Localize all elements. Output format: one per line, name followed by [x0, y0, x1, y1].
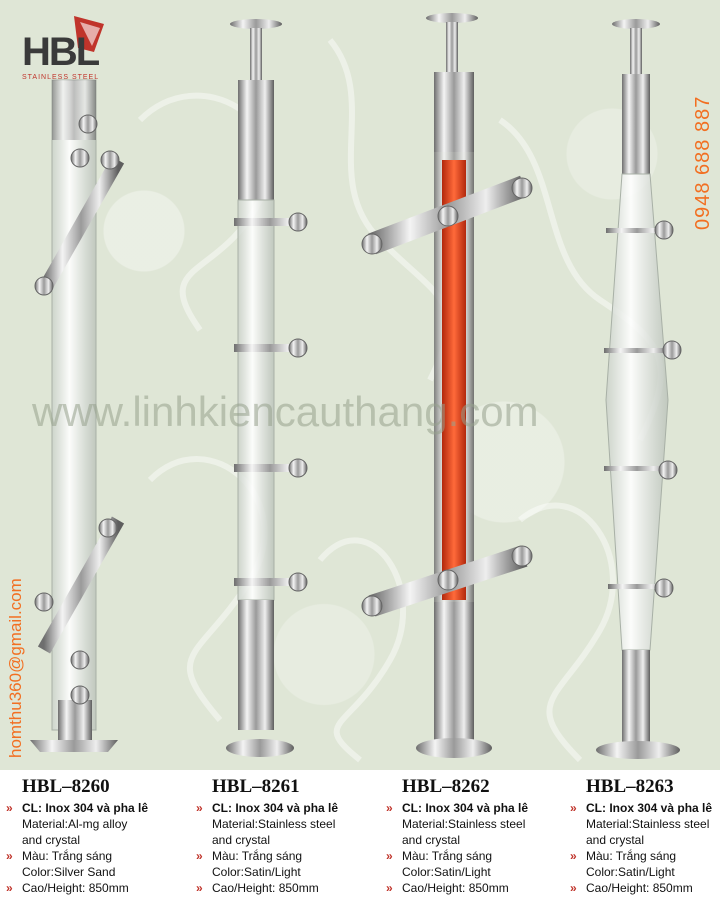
brand-logo: HBL STAINLESS STEEL: [8, 10, 112, 81]
chevron-right-icon: »: [386, 881, 393, 895]
chevron-right-icon: »: [570, 801, 577, 815]
product-captions: HBL–8260 »CL: Inox 304 và pha lê Materia…: [0, 772, 720, 920]
spec-line: Color:Satin/Light: [586, 865, 675, 879]
spec-line: »Cao/Height: 850mm: [386, 881, 509, 895]
chevron-right-icon: »: [6, 801, 13, 815]
spec-line: »CL: Inox 304 và pha lê: [570, 801, 713, 815]
chevron-right-icon: »: [386, 849, 393, 863]
caption-hbl-8262: HBL–8262 »CL: Inox 304 và pha lê Materia…: [384, 772, 554, 896]
chevron-right-icon: »: [196, 849, 203, 863]
spec-line: »Cao/Height: 850mm: [196, 881, 319, 895]
spec-line: »Màu: Trắng sáng: [196, 849, 303, 863]
chevron-right-icon: »: [6, 849, 13, 863]
product-code: HBL–8263: [586, 776, 674, 797]
spec-line: Color:Satin/Light: [402, 865, 491, 879]
post-hbl-8262: [361, 13, 533, 758]
spec-line: Color:Silver Sand: [22, 865, 116, 879]
spec-line: Material:Stainless steel: [212, 817, 336, 831]
spec-line: »Màu: Trắng sáng: [6, 849, 113, 863]
caption-hbl-8261: HBL–8261 »CL: Inox 304 và pha lê Materia…: [194, 772, 364, 896]
post-hbl-8260: [30, 79, 125, 752]
post-hbl-8261: [226, 19, 308, 757]
chevron-right-icon: »: [570, 849, 577, 863]
spec-line: and crystal: [212, 833, 271, 847]
spec-line: Material:Al-mg alloy: [22, 817, 128, 831]
spec-line: »Màu: Trắng sáng: [570, 849, 677, 863]
spec-line: Material:Stainless steel: [402, 817, 526, 831]
spec-line: Material:Stainless steel: [586, 817, 710, 831]
spec-line: »CL: Inox 304 và pha lê: [386, 801, 529, 815]
product-illustrations: [30, 13, 682, 759]
spec-line: and crystal: [22, 833, 81, 847]
logo-subtitle: STAINLESS STEEL: [22, 74, 100, 81]
spec-line: »CL: Inox 304 và pha lê: [6, 801, 149, 815]
logo-text: HBL: [22, 30, 100, 74]
product-code: HBL–8261: [212, 776, 300, 797]
post-hbl-8263: [596, 19, 682, 759]
spec-line: »Màu: Trắng sáng: [386, 849, 493, 863]
website-watermark: www.linhkiencauthang.com: [32, 388, 539, 435]
spec-line: »CL: Inox 304 và pha lê: [196, 801, 339, 815]
chevron-right-icon: »: [196, 881, 203, 895]
caption-hbl-8260: HBL–8260 »CL: Inox 304 và pha lê Materia…: [4, 772, 174, 896]
spec-line: and crystal: [586, 833, 645, 847]
background: [0, 0, 720, 770]
spec-line: and crystal: [402, 833, 461, 847]
spec-line: »Cao/Height: 850mm: [570, 881, 693, 895]
spec-line: »Cao/Height: 850mm: [6, 881, 129, 895]
chevron-right-icon: »: [196, 801, 203, 815]
chevron-right-icon: »: [6, 881, 13, 895]
caption-hbl-8263: HBL–8263 »CL: Inox 304 và pha lê Materia…: [568, 772, 720, 896]
chevron-right-icon: »: [386, 801, 393, 815]
logo-mark-icon: [74, 16, 104, 52]
spec-line: Color:Satin/Light: [212, 865, 301, 879]
chevron-right-icon: »: [570, 881, 577, 895]
product-code: HBL–8262: [402, 776, 490, 797]
product-code: HBL–8260: [22, 776, 110, 797]
